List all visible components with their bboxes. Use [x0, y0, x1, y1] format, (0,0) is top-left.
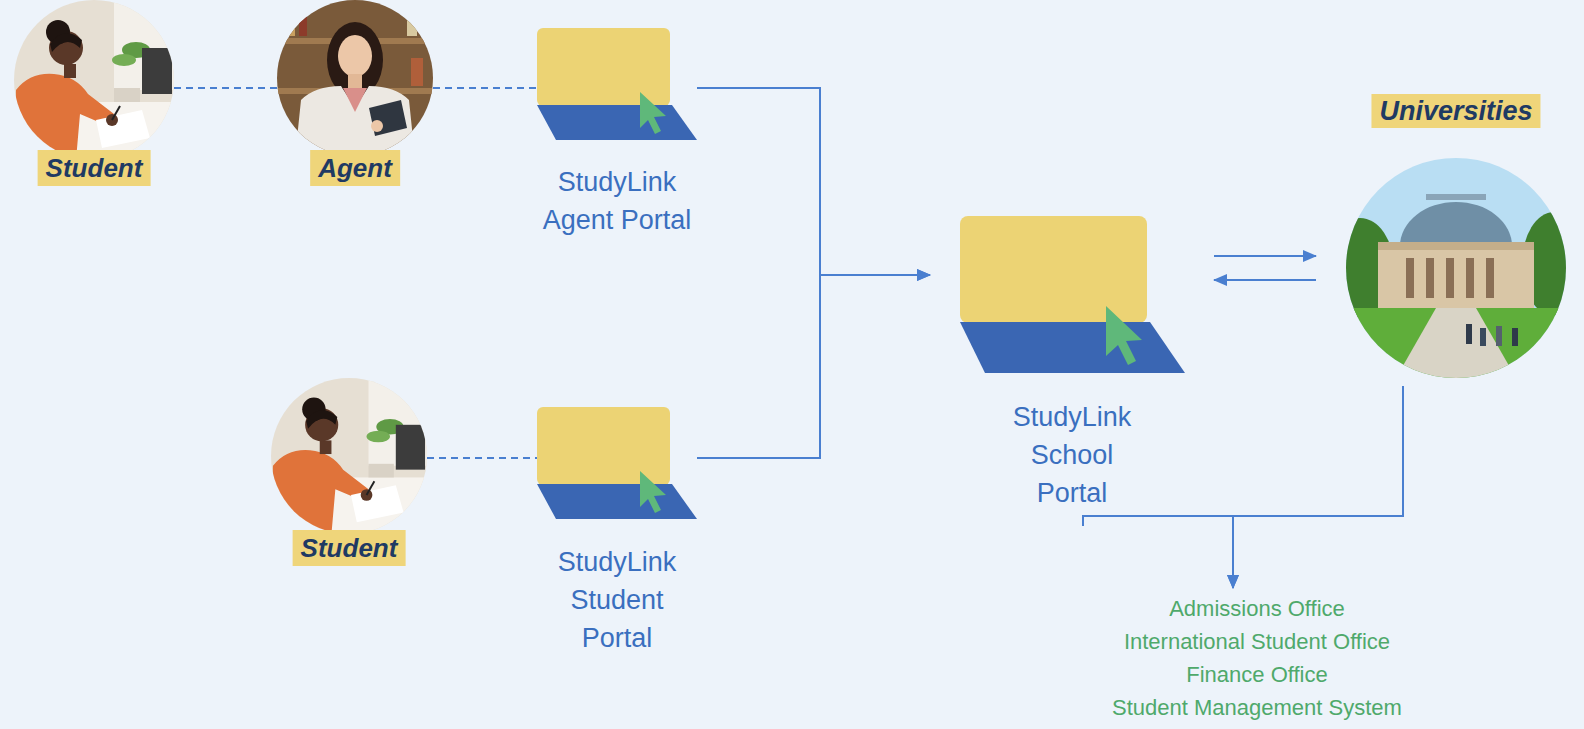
dashed-link	[433, 87, 537, 89]
flow-arrow	[1083, 516, 1233, 588]
office-list: Admissions OfficeInternational Student O…	[1112, 592, 1402, 724]
laptop-icon	[537, 28, 697, 140]
office-item: International Student Office	[1112, 625, 1402, 658]
role-tag: Student	[293, 530, 406, 566]
photo-circle: Agent	[277, 0, 433, 156]
portal-label: StudyLink Agent Portal	[542, 163, 692, 239]
portal-label: StudyLink Student Portal	[542, 543, 692, 657]
role-tag: Student	[38, 150, 151, 186]
school-portal: StudyLink School Portal	[932, 216, 1212, 518]
dashed-link	[427, 457, 537, 459]
flow-arrow	[697, 275, 930, 458]
role-tag: Universities	[1371, 94, 1540, 128]
office-item: Student Management System	[1112, 691, 1402, 724]
office-item: Finance Office	[1112, 658, 1402, 691]
flow-arrow	[1233, 386, 1403, 588]
dashed-link	[174, 87, 277, 89]
student-portal: StudyLink Student Portal	[537, 407, 697, 663]
portal-label: StudyLink School Portal	[997, 398, 1147, 512]
laptop-icon	[537, 407, 697, 519]
office-item: Admissions Office	[1112, 592, 1402, 625]
laptop-icon	[960, 216, 1185, 373]
flow-arrow	[697, 88, 930, 275]
role-tag: Agent	[310, 150, 400, 186]
photo-circle: Universities	[1346, 158, 1566, 378]
agent-portal: StudyLink Agent Portal	[537, 28, 697, 245]
photo-circle: Student	[271, 378, 427, 534]
flow-arrow	[1214, 256, 1316, 280]
photo-circle: Student	[14, 0, 174, 160]
